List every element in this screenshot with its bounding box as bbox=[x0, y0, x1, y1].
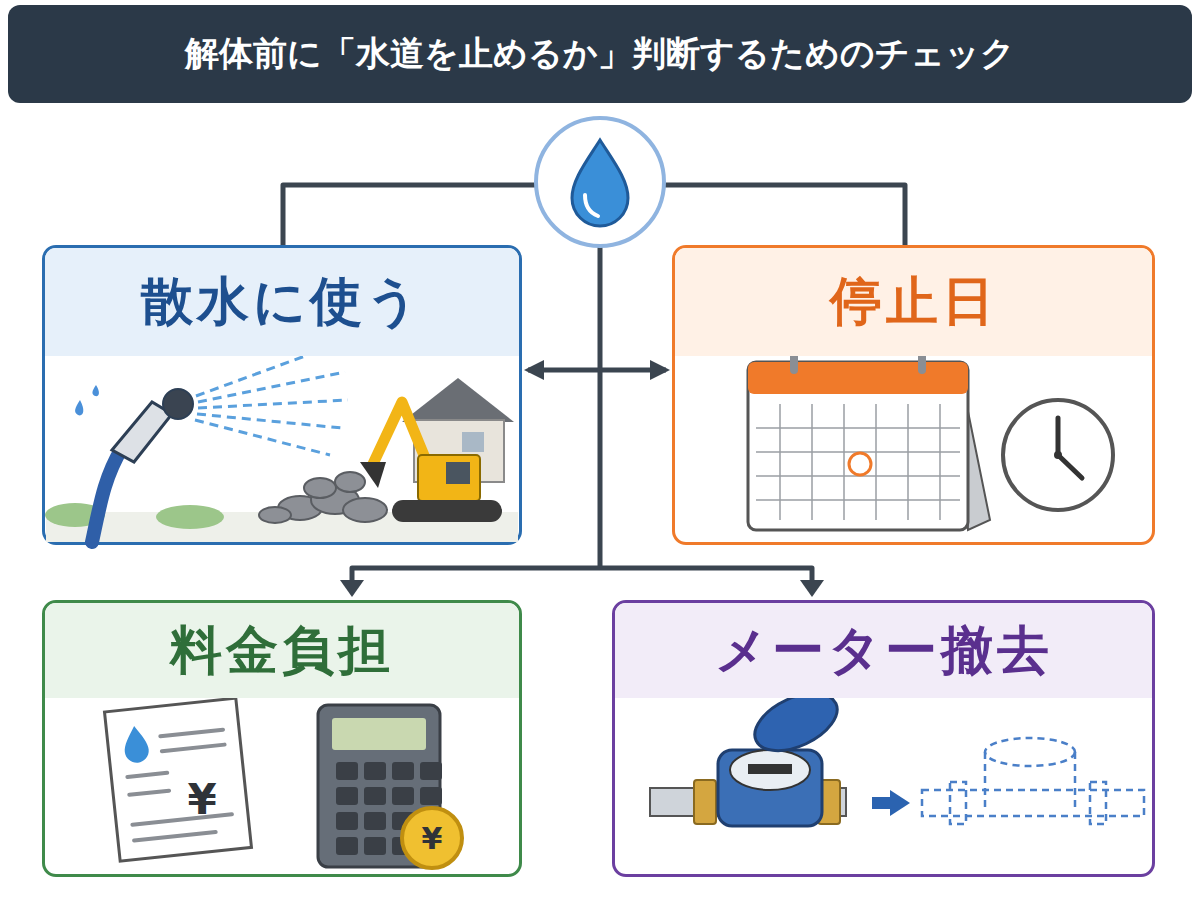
yen-sign: ¥ bbox=[187, 779, 216, 821]
check-box: 料金負担 bbox=[42, 600, 522, 877]
box-heading: 散水に使う bbox=[45, 248, 519, 356]
double-arrow bbox=[528, 368, 666, 373]
arrow-head bbox=[340, 580, 364, 597]
branch-line bbox=[283, 185, 540, 245]
title-bar: 解体前に「水道を止めるか」判断するためのチェック bbox=[8, 5, 1192, 103]
box-heading: メーター撤去 bbox=[615, 603, 1152, 698]
drop-shine bbox=[585, 195, 598, 216]
branch-line bbox=[660, 185, 905, 245]
water-drop bbox=[572, 140, 628, 226]
branch-line bbox=[352, 568, 600, 582]
box-heading: 料金負担 bbox=[45, 603, 519, 698]
water-circle bbox=[536, 118, 664, 246]
arrow-head bbox=[800, 580, 824, 597]
branch-line bbox=[600, 568, 812, 582]
box-heading: 停止日 bbox=[675, 248, 1152, 356]
check-box: メーター撤去 bbox=[612, 600, 1155, 877]
yen-sign: ¥ bbox=[422, 824, 443, 854]
check-box: 散水に使う bbox=[42, 245, 522, 545]
check-box: 停止日 bbox=[672, 245, 1155, 545]
trunk-line bbox=[598, 242, 603, 568]
